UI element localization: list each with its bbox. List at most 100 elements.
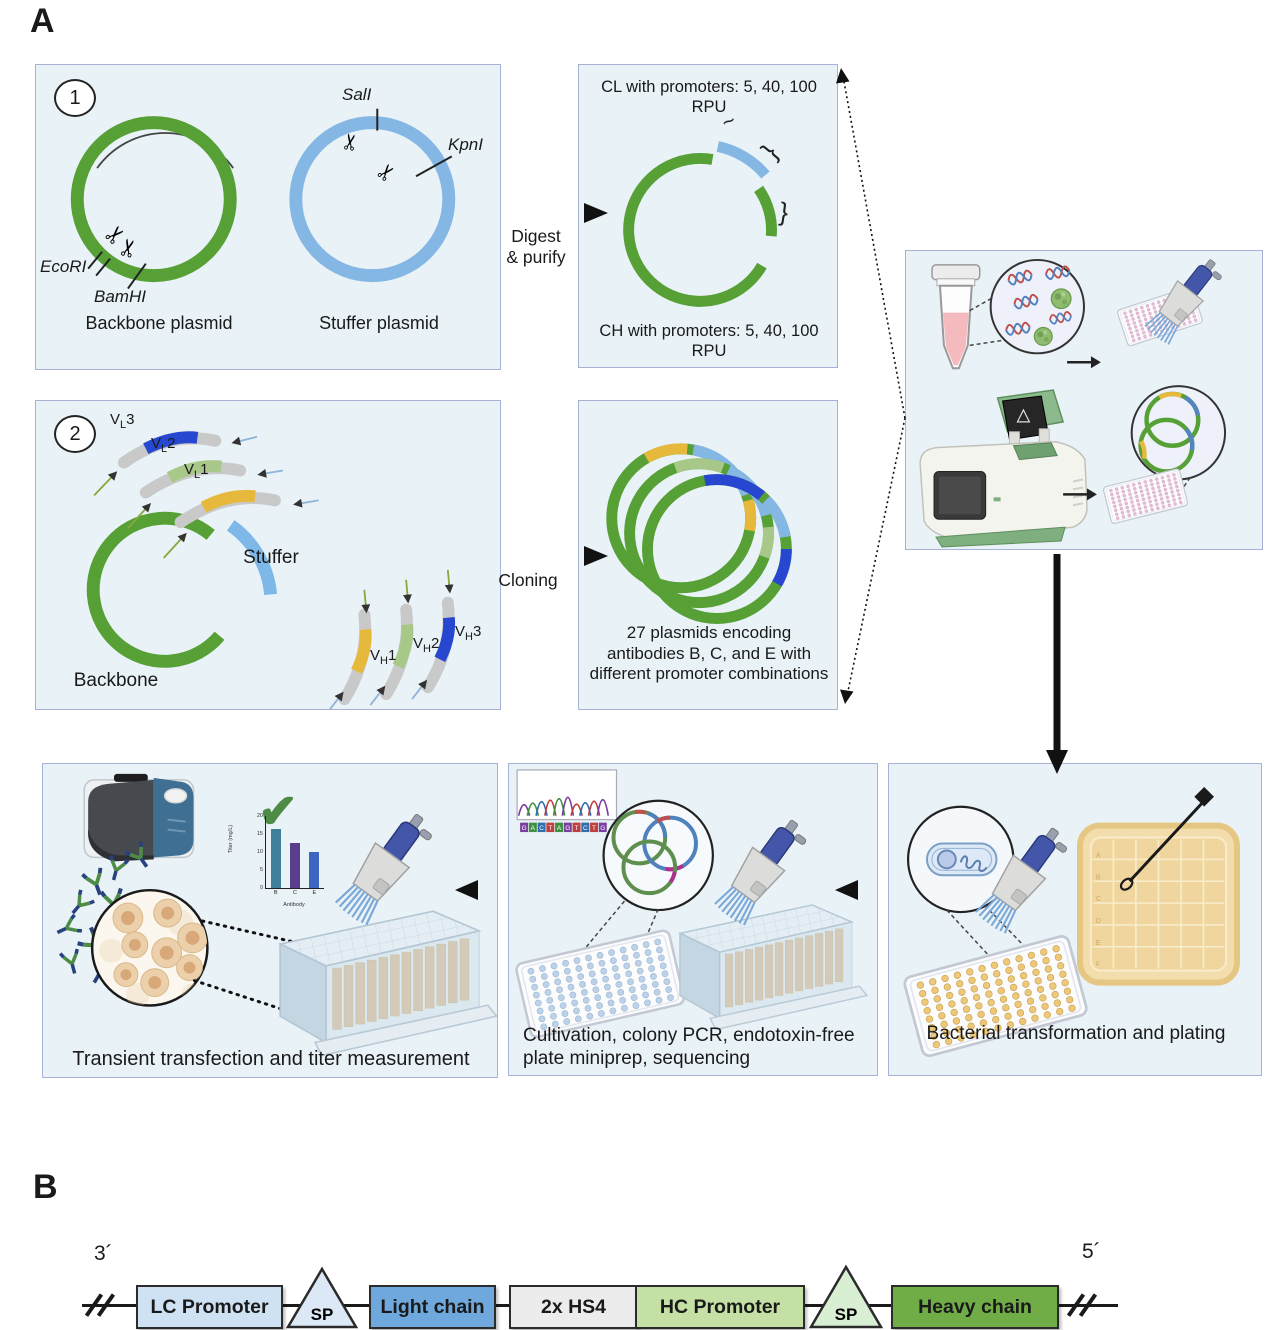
plasmid-rings [606,443,792,624]
enzyme-label-bamhi: BamHI [94,287,146,306]
transfection-box: ✔ [42,763,498,1078]
light-chain-label: Light chain [380,1295,485,1318]
bacterial-caption: Bacterial transformation and plating [926,1023,1226,1044]
vl3-insert [143,431,199,455]
sp-triangle-hc: SP [808,1264,884,1329]
vl2-insert [166,460,222,483]
five-prime-label: 5´ [1082,1240,1101,1263]
colony-plasmids-circle [602,799,714,912]
bacterial-illustration: A B C D E F [889,786,1240,1075]
svg-text:G: G [565,825,570,832]
plate-row-label: C [1096,896,1101,903]
transfection-caption: Transient transfection and titer measure… [72,1048,470,1070]
stuffer-arc [226,520,278,596]
primer-arrows [93,435,454,709]
plate-row-label: E [1096,940,1101,947]
zoom-connector-dotted [192,919,300,1014]
vl1-insert [200,489,256,513]
svg-text:A: A [557,825,562,832]
fragment-label-vl2: VL2 [151,435,176,455]
scissors-icon: ✂ [337,131,365,153]
deep-well-plate-icon [679,904,868,1031]
hs4-label: 2x HS4 [540,1295,607,1318]
multichannel-pipette-icon [331,803,439,929]
ch-backbone-arc [623,153,767,307]
svg-text:T: T [575,825,579,832]
cloning-arrow-label: Cloning [498,570,558,590]
automation-illustration [919,251,1227,548]
fragment-label-vl1: VL1 [184,461,209,481]
deep-well-plate-icon [279,910,497,1057]
sp-label: SP [311,1305,334,1324]
step-number-badge: 1 [54,79,96,117]
step-number-badge: 2 [54,415,96,453]
digested-illustration: ~ } } [623,107,791,307]
brace-mark: } [778,198,791,227]
colony-pcr-plate-icon [515,929,685,1038]
svg-text:T: T [548,825,552,832]
sp-triangle-lc: SP [285,1266,359,1329]
hc-promoter-box: HC Promoter [635,1285,805,1329]
step1-plasmids-box: ✂ ✂ ✂ ✂ 1 EcoRI BamHI SalI KpnI Backbone… [35,64,501,370]
thermocycler-icon [919,389,1088,548]
svg-text:G: G [600,825,605,832]
svg-text:G: G [522,825,527,832]
plasmid-illustration: ✂ ✂ ✂ ✂ [70,108,456,290]
backbone-label: Backbone [73,670,159,691]
hc-promoter-label: HC Promoter [659,1295,781,1318]
lc-promoter-box: LC Promoter [136,1285,283,1329]
microtube-icon [931,264,981,370]
vh3-insert [434,617,456,662]
scissors-icon: ✂ [114,235,145,261]
ch-promoters-label: CH with promoters: 5, 40, 100 RPU [599,322,819,361]
plate-row-label: B [1096,874,1101,881]
enzyme-label-ecori: EcoRI [40,257,87,276]
stuffer-plasmid-label: Stuffer plasmid [319,313,439,333]
chart-xlabel: Antibody [283,902,305,908]
digested-fragments-box: ~ } } CL with promoters: 5, 40, 100 RPU … [578,64,838,368]
fragment-label-vh3: VH3 [455,623,482,643]
mini-arrow-head [1090,356,1101,369]
chart-ylabel: Titer (mg/L) [228,824,235,854]
step-number: 1 [69,86,81,109]
svg-text:A: A [531,825,536,832]
bacterial-transformation-box: A B C D E F Bacterial transformation and… [888,763,1262,1076]
dotted-arrow-down-head [840,689,854,704]
plate-row-label: F [1096,962,1100,969]
transfection-illustration: ✔ [51,773,497,1057]
vh1-insert [351,628,372,674]
ch-fragment-arc [754,185,777,237]
pcr-plate-icon [1103,468,1188,524]
digest-arrow-label: Digest & purify [478,226,594,268]
stuffer-label: Stuffer [243,547,299,568]
bamhi-pointer-line [127,263,147,290]
enzyme-label-kpni: KpnI [448,135,483,154]
plasmid-library-illustration [606,443,792,624]
digest-label-line1: Digest [511,226,561,246]
digest-label-line2: & purify [506,247,566,267]
heavy-chain-label: Heavy chain [918,1295,1032,1318]
sp-label: SP [835,1305,858,1324]
lc-promoter-label: LC Promoter [150,1295,269,1318]
svg-text:T: T [592,825,596,832]
automation-box [905,250,1263,550]
vh2-insert [392,623,414,669]
kpni-pointer-line [415,155,453,178]
dna-magnifier-circle [989,258,1085,355]
hs4-insulator-box: 2x HS4 [509,1285,638,1329]
ecori-pointer-lines [87,251,111,277]
panel-a-label: A [30,2,55,40]
dotted-arrow-down [846,417,906,697]
cl-fragment-arc [716,141,770,179]
cloning-illustration [86,431,456,709]
light-chain-box: Light chain [369,1285,496,1329]
step2-cloning-box: 2 VL3 VL2 VL1 VH1 VH2 VH3 Stuffer Backbo… [35,400,501,710]
three-prime-label: 3´ [94,1242,113,1265]
agar-plate-ic: A B C D E F [1076,822,1240,986]
